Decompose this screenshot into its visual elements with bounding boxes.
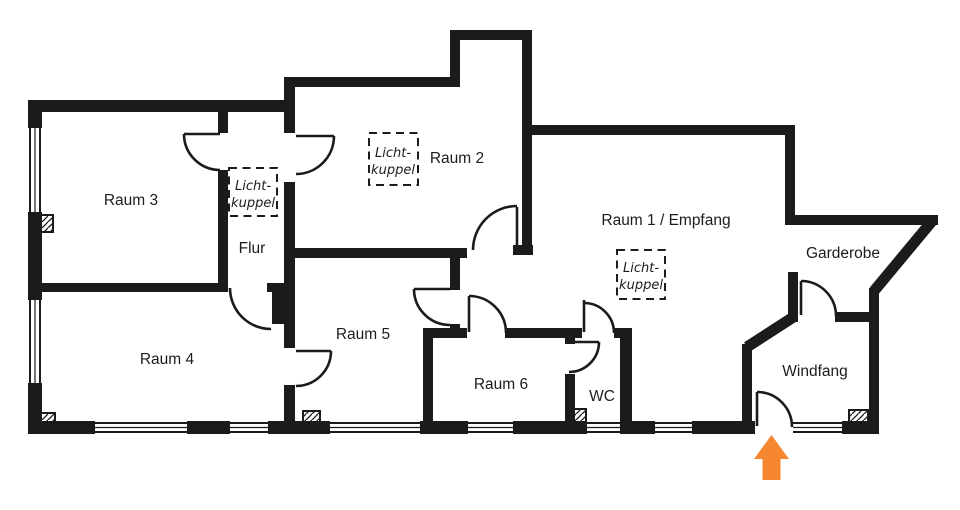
door-raum2-south	[471, 204, 519, 251]
windows	[28, 128, 842, 434]
pier-marker-windfang	[848, 409, 869, 429]
door-raum2-west	[295, 134, 336, 176]
skylights: Licht- kuppel Licht- kuppel Licht- kuppe…	[228, 132, 666, 300]
entrance-arrow-icon	[754, 435, 789, 480]
room-label-raum6: Raum 6	[474, 376, 528, 393]
room-label-windfang: Windfang	[782, 363, 847, 380]
door-wc-north	[582, 300, 616, 334]
window-raum1-south	[655, 421, 692, 434]
skylight-label-line2: kuppel	[231, 196, 275, 211]
door-raum3	[182, 132, 221, 172]
window-raum4-south-1	[95, 421, 187, 434]
room-label-flur: Flur	[239, 240, 266, 257]
room-label-raum3: Raum 3	[104, 192, 158, 209]
doors	[182, 132, 838, 428]
pier-marker-raum4	[37, 412, 56, 431]
door-raum6	[467, 294, 508, 334]
room-raum1	[532, 135, 785, 328]
window-windfang-south	[793, 421, 842, 434]
wall-diagonal-garderobe	[869, 216, 938, 295]
room-label-raum5: Raum 5	[336, 326, 390, 343]
door-raum5-east	[412, 287, 451, 327]
skylight-raum1: Licht- kuppel	[616, 249, 666, 300]
room-label-garderobe: Garderobe	[806, 245, 880, 262]
skylight-raum2: Licht- kuppel	[368, 132, 419, 186]
room-label-raum1: Raum 1 / Empfang	[601, 212, 730, 229]
window-raum3-west	[28, 128, 42, 212]
window-raum4-south-2	[230, 421, 268, 434]
skylight-label-line1: Licht-	[235, 179, 271, 194]
window-raum5-south	[330, 421, 420, 434]
skylight-label-line1: Licht-	[375, 146, 411, 161]
door-garderobe	[799, 279, 838, 317]
room-label-raum4: Raum 4	[140, 351, 195, 368]
pier-marker-raum3	[35, 214, 54, 233]
skylight-label-line2: kuppel	[619, 278, 663, 293]
door-entrance	[755, 390, 794, 428]
window-raum6-south	[468, 421, 513, 434]
pier-markers	[35, 214, 869, 431]
room-label-wc: WC	[589, 388, 615, 405]
pier-marker-raum5	[302, 410, 321, 429]
room-label-raum2: Raum 2	[430, 150, 484, 167]
pier-marker-wc	[567, 408, 587, 427]
skylight-flur: Licht- kuppel	[228, 167, 278, 217]
door-flur-raum4	[228, 287, 272, 331]
door-raum5-west	[295, 349, 333, 388]
skylight-label-line2: kuppel	[371, 163, 415, 178]
window-raum4-west	[28, 300, 42, 383]
skylight-label-line1: Licht-	[623, 261, 659, 276]
window-wc-south	[587, 421, 620, 434]
door-wc-west	[568, 340, 601, 374]
wall-diagonal-windfang	[744, 311, 798, 352]
room-labels: Raum 3 Flur Raum 2 Raum 1 / Empfang Gard…	[104, 150, 880, 405]
